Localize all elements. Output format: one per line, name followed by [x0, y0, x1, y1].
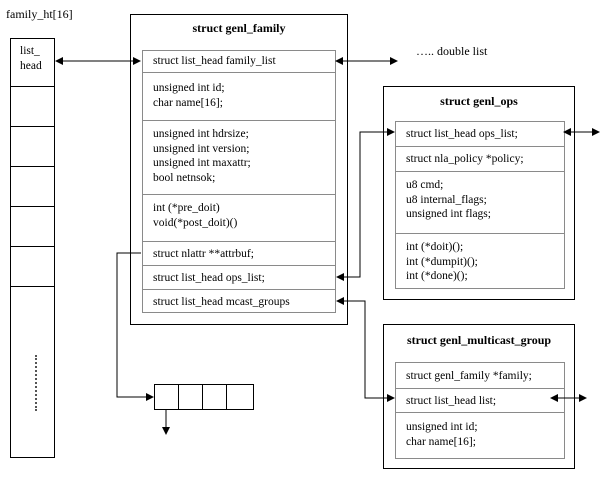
genl-ops-title: struct genl_ops	[440, 94, 518, 108]
field-family-list: struct list_head family_list	[143, 51, 335, 73]
double-list-label: ….. double list	[416, 44, 488, 58]
array-divider	[11, 246, 54, 247]
arrow-ops-list-link	[336, 128, 395, 281]
family-ht-array: list_ head	[10, 38, 55, 458]
field-text: struct list_head family_list	[153, 55, 276, 67]
array-head-line-1: list_	[20, 45, 40, 57]
genl-family-fields: struct list_head family_list unsigned in…	[142, 50, 336, 313]
field-text: unsigned int maxattr;	[153, 157, 251, 169]
genl-family-struct: struct genl_family struct list_head fami…	[130, 14, 348, 325]
array-divider	[11, 126, 54, 127]
field-text: char name[16];	[153, 96, 223, 109]
array-label: family_ht[16]	[6, 7, 73, 21]
genl-ops-struct: struct genl_ops struct list_head ops_lis…	[383, 86, 575, 300]
field-text: unsigned int flags;	[406, 208, 491, 220]
field-attrbuf: struct nlattr **attrbuf;	[143, 242, 335, 266]
field-text: unsigned int hdrsize;	[153, 128, 249, 140]
array-divider	[11, 206, 54, 207]
arrow-attrbuf-to-array	[116, 252, 154, 401]
field-text: int (*done)();	[406, 270, 468, 282]
field-policy: struct nla_policy *policy;	[396, 147, 564, 172]
field-text: struct list_head ops_list;	[153, 272, 265, 284]
array-divider	[11, 166, 54, 167]
field-text: int (*doit)();	[406, 241, 464, 253]
attrbuf-array	[154, 384, 254, 410]
field-cmd-flags: u8 cmd; u8 internal_flags; unsigned int …	[396, 172, 564, 234]
genl-multicast-group-title: struct genl_multicast_group	[406, 333, 552, 347]
array-divider	[11, 286, 54, 287]
field-list: struct list_head list;	[396, 389, 564, 413]
field-id-name: unsigned int id; char name[16];	[396, 413, 564, 460]
attrbuf-divider	[202, 385, 203, 409]
array-dots	[35, 355, 37, 411]
field-family-ptr: struct genl_family *family;	[396, 363, 564, 389]
attrbuf-divider	[178, 385, 179, 409]
field-text: int (*dumpit)();	[406, 255, 478, 268]
field-text: u8 internal_flags;	[406, 193, 487, 206]
genl-multicast-group-fields: struct genl_family *family; struct list_…	[395, 362, 565, 459]
field-ops-list: struct list_head ops_list;	[143, 266, 335, 290]
field-text: u8 cmd;	[406, 179, 444, 191]
field-text: int (*pre_doit)	[153, 202, 220, 214]
attrbuf-divider	[226, 385, 227, 409]
field-text: struct list_head ops_list;	[406, 128, 518, 140]
field-text: unsigned int version;	[153, 142, 250, 155]
field-text: void(*post_doit)()	[153, 216, 238, 229]
field-text: char name[16];	[406, 435, 476, 448]
genl-family-title: struct genl_family	[192, 21, 286, 35]
field-id-name: unsigned int id; char name[16];	[143, 73, 335, 121]
field-mcast-groups: struct list_head mcast_groups	[143, 290, 335, 314]
field-text: unsigned int id;	[153, 82, 225, 94]
field-text: unsigned int id;	[406, 421, 478, 433]
genl-ops-fields: struct list_head ops_list; struct nla_po…	[395, 121, 565, 289]
field-sizes: unsigned int hdrsize; unsigned int versi…	[143, 121, 335, 195]
field-text: struct list_head mcast_groups	[153, 296, 290, 308]
field-ops-list: struct list_head ops_list;	[396, 122, 564, 147]
field-text: struct list_head list;	[406, 395, 497, 407]
field-text: struct genl_family *family;	[406, 370, 532, 382]
arrow-mcast-groups-link	[336, 297, 395, 402]
array-head-line-2: head	[20, 60, 42, 72]
field-text: bool netnsok;	[153, 171, 216, 184]
field-callbacks: int (*doit)(); int (*dumpit)(); int (*do…	[396, 234, 564, 290]
field-text: struct nla_policy *policy;	[406, 153, 524, 165]
field-text: struct nlattr **attrbuf;	[153, 248, 254, 260]
field-doit-hooks: int (*pre_doit) void(*post_doit)()	[143, 195, 335, 242]
array-divider	[11, 86, 54, 87]
